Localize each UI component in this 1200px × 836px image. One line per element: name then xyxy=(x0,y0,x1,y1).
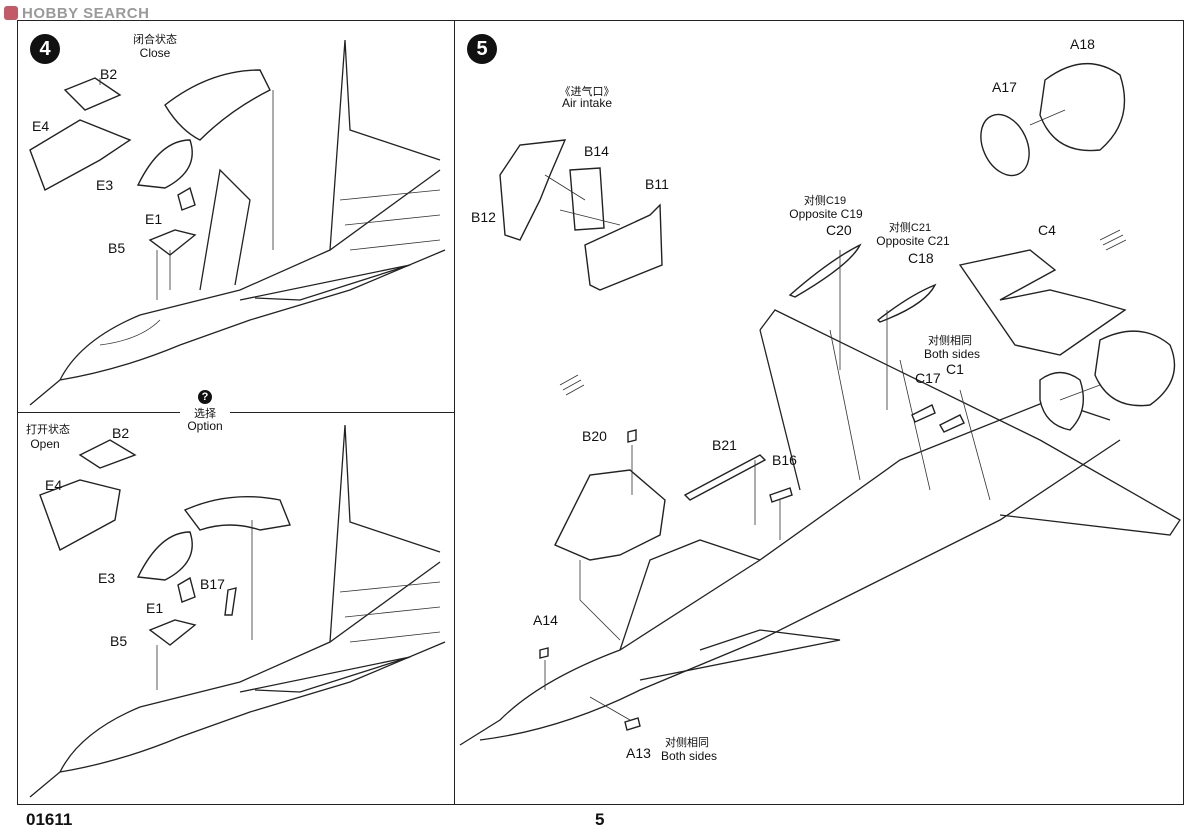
part-label-b5: B5 xyxy=(108,240,126,256)
part-label-b16: B16 xyxy=(772,452,797,468)
part-label-e3-open: E3 xyxy=(98,570,116,586)
watermark-text: HOBBY SEARCH xyxy=(22,5,150,22)
step5-panel xyxy=(454,20,1184,805)
page-number: 5 xyxy=(595,810,605,829)
part-label-b5-open: B5 xyxy=(110,633,128,649)
part-label-c17: C17 xyxy=(915,370,941,386)
part-label-a14: A14 xyxy=(533,612,558,628)
part-label-e4: E4 xyxy=(32,118,50,134)
part-label-b2-open: B2 xyxy=(112,425,130,441)
air-intake-label-en: Air intake xyxy=(561,96,613,110)
part-label-c20: C20 xyxy=(826,222,852,238)
option-icon: ? xyxy=(198,390,212,404)
step5-aircraft xyxy=(459,63,1181,746)
opposite-c21-cn: 对侧C21 xyxy=(888,222,932,234)
close-label-en: Close xyxy=(139,46,171,60)
opposite-c19-cn: 对侧C19 xyxy=(803,195,847,207)
both-sides-2-label-cn: 对侧相同 xyxy=(665,737,709,749)
part-label-c18: C18 xyxy=(908,250,934,266)
step4-close-aircraft xyxy=(29,39,446,406)
part-label-c1: C1 xyxy=(946,361,964,377)
part-label-a13: A13 xyxy=(626,745,651,761)
step5-number: 5 xyxy=(467,34,497,64)
step4-number: 4 xyxy=(30,34,60,64)
part-label-e1: E1 xyxy=(145,211,163,227)
open-label-cn: 打开状态 xyxy=(26,424,70,436)
both-sides-2-label-en: Both sides xyxy=(660,749,718,763)
option-label-en: Option xyxy=(180,420,230,433)
close-label-cn: 闭合状态 xyxy=(133,34,177,46)
part-label-b12: B12 xyxy=(471,209,496,225)
part-label-c4: C4 xyxy=(1038,222,1056,238)
part-label-e4-open: E4 xyxy=(45,477,63,493)
part-label-b2: B2 xyxy=(100,66,118,82)
part-label-b14: B14 xyxy=(584,143,609,159)
option-label-cn: 选择 xyxy=(180,408,230,421)
part-label-a17: A17 xyxy=(992,79,1017,95)
part-label-b20: B20 xyxy=(582,428,607,444)
hobby-search-logo-icon xyxy=(4,6,18,20)
air-intake-label-cn: 《进气口》 xyxy=(559,86,615,98)
part-label-e1-open: E1 xyxy=(146,600,164,616)
hobby-search-watermark: HOBBY SEARCH xyxy=(4,5,149,22)
both-sides-label-en: Both sides xyxy=(923,347,981,361)
product-code: 01611 xyxy=(26,810,73,829)
open-label-en: Open xyxy=(30,437,60,451)
part-label-b17: B17 xyxy=(200,576,225,592)
opposite-c21-en: Opposite C21 xyxy=(876,234,950,248)
part-label-a18: A18 xyxy=(1070,36,1095,52)
both-sides-label-cn: 对侧相同 xyxy=(928,335,972,347)
part-label-e3: E3 xyxy=(96,177,114,193)
part-label-b11: B11 xyxy=(645,176,669,192)
part-label-b21: B21 xyxy=(712,437,737,453)
step4-open-aircraft xyxy=(29,424,446,798)
opposite-c19-en: Opposite C19 xyxy=(789,207,863,221)
